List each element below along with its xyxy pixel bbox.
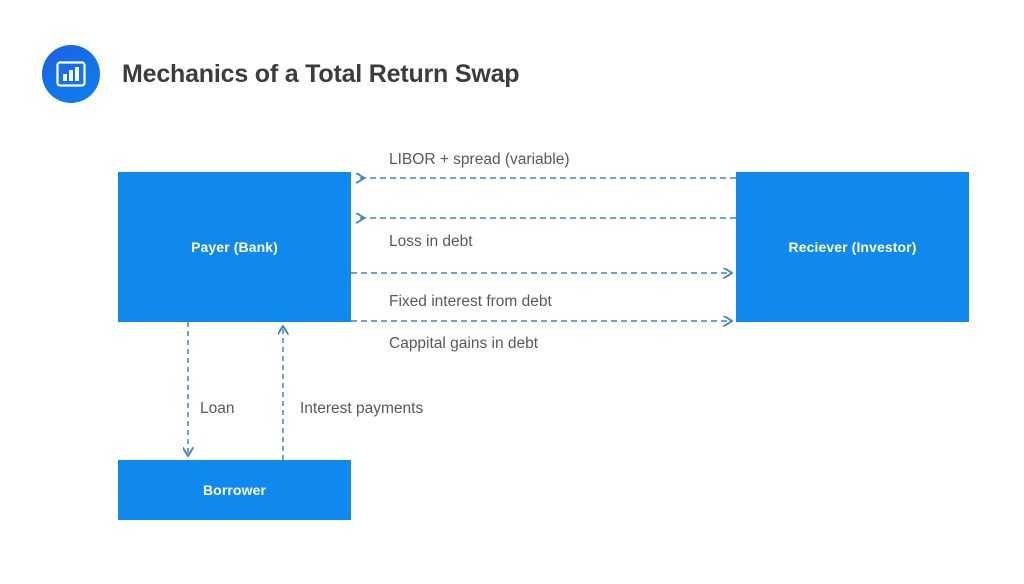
node-receiver[interactable]: Reciever (Investor) [736, 172, 969, 322]
edge-label-libor: LIBOR + spread (variable) [389, 151, 570, 168]
edge-label-loss: Loss in debt [389, 233, 473, 250]
node-borrower[interactable]: Borrower [118, 460, 351, 520]
node-receiver-label: Reciever (Investor) [788, 239, 917, 255]
edge-label-loan: Loan [200, 400, 235, 417]
edge-label-interest: Interest payments [300, 400, 424, 417]
bar-chart-icon [42, 45, 100, 103]
node-borrower-label: Borrower [202, 482, 267, 498]
page-title: Mechanics of a Total Return Swap [122, 59, 520, 88]
edge-label-capital: Cappital gains in debt [389, 335, 539, 352]
edge-label-fixed: Fixed interest from debt [389, 293, 552, 310]
node-payer[interactable]: Payer (Bank) [118, 172, 351, 322]
header: Mechanics of a Total Return Swap [42, 45, 520, 103]
node-payer-label: Payer (Bank) [191, 239, 278, 255]
